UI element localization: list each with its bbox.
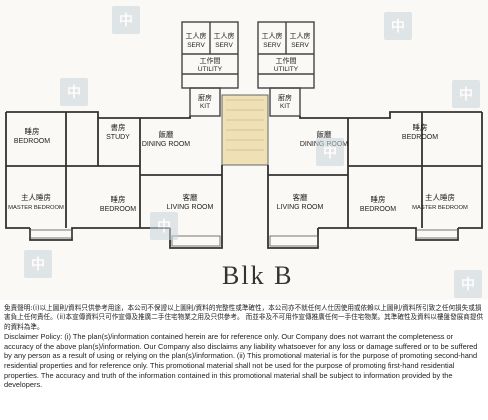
core-hatching — [226, 99, 264, 151]
living-r-en: LIVING ROOM — [277, 204, 324, 211]
bedroom-ur-zh: 睡房 — [413, 122, 428, 132]
bedroom-ul-en: BEDROOM — [14, 138, 50, 145]
master-r-zh: 主人睡房 — [425, 192, 455, 202]
serv-rl-zh: 工人房 — [262, 31, 283, 40]
living-r-zh: 客廳 — [293, 192, 308, 202]
watermark-logo: 中 — [24, 250, 52, 278]
master-l-zh: 主人睡房 — [21, 192, 51, 202]
utility-l-en: UTILITY — [198, 66, 223, 73]
serv-rr-en: SERV — [291, 42, 309, 49]
utility-r-en: UTILITY — [274, 66, 299, 73]
floor-plan: 工人房 SERV 工人房 SERV 工人房 SERV 工人房 SERV 工作間 … — [5, 21, 483, 290]
watermark-logo: 中 — [150, 212, 178, 240]
kit-l-zh: 廚房 — [198, 93, 212, 102]
bedroom-lr-en: BEDROOM — [360, 206, 396, 213]
study-en: STUDY — [106, 134, 130, 141]
serv-lr-zh: 工人房 — [214, 31, 235, 40]
serv-rr-zh: 工人房 — [290, 31, 311, 40]
kit-r-zh: 廚房 — [278, 93, 292, 102]
bedroom-ur-en: BEDROOM — [402, 134, 438, 141]
watermark-logo: 中 — [316, 138, 344, 166]
watermark-logo: 中 — [452, 80, 480, 108]
serv-rl-en: SERV — [263, 42, 281, 49]
watermark-logo: 中 — [384, 12, 412, 40]
kitchen-blocks — [189, 87, 301, 117]
serv-ll-zh: 工人房 — [186, 31, 207, 40]
serv-ll-en: SERV — [187, 42, 205, 49]
kit-l-en: KIT — [200, 103, 210, 110]
living-l-en: LIVING ROOM — [167, 204, 214, 211]
right-flat-walls — [267, 111, 483, 249]
serv-lr-en: SERV — [215, 42, 233, 49]
master-r-en: MASTER BEDROOM — [412, 205, 468, 211]
living-l-zh: 客廳 — [183, 192, 198, 202]
utility-r-zh: 工作間 — [276, 56, 297, 65]
disclaimer: 免責聲明:(i)以上圖則/資料只供參考用途，本公司不保證以上圖則/資料的完整性或… — [4, 304, 484, 390]
block-title: Blk B — [222, 261, 293, 290]
utility-l-zh: 工作間 — [200, 56, 221, 65]
right-flat-bay-windows — [269, 229, 459, 247]
bedroom-ll-en: BEDROOM — [100, 206, 136, 213]
master-l-en: MASTER BEDROOM — [8, 205, 64, 211]
dining-l-en: DINING ROOM — [142, 141, 190, 148]
disclaimer-english: Disclaimer Policy: (i) The plan(s)/infor… — [4, 332, 478, 390]
dining-r-zh: 飯廳 — [317, 129, 332, 139]
bedroom-lr-zh: 睡房 — [371, 194, 386, 204]
kit-r-en: KIT — [280, 103, 290, 110]
bedroom-ll-zh: 睡房 — [111, 194, 126, 204]
disclaimer-chinese: 免責聲明:(i)以上圖則/資料只供參考用途，本公司不保證以上圖則/資料的完整性或… — [4, 304, 484, 331]
watermark-logo: 中 — [454, 270, 482, 298]
watermark-logo: 中 — [60, 78, 88, 106]
study-zh: 書房 — [111, 122, 126, 132]
bedroom-ul-zh: 睡房 — [25, 126, 40, 136]
left-flat-bay-windows — [29, 229, 221, 247]
dining-l-zh: 飯廳 — [159, 129, 174, 139]
watermark-logo: 中 — [112, 6, 140, 34]
